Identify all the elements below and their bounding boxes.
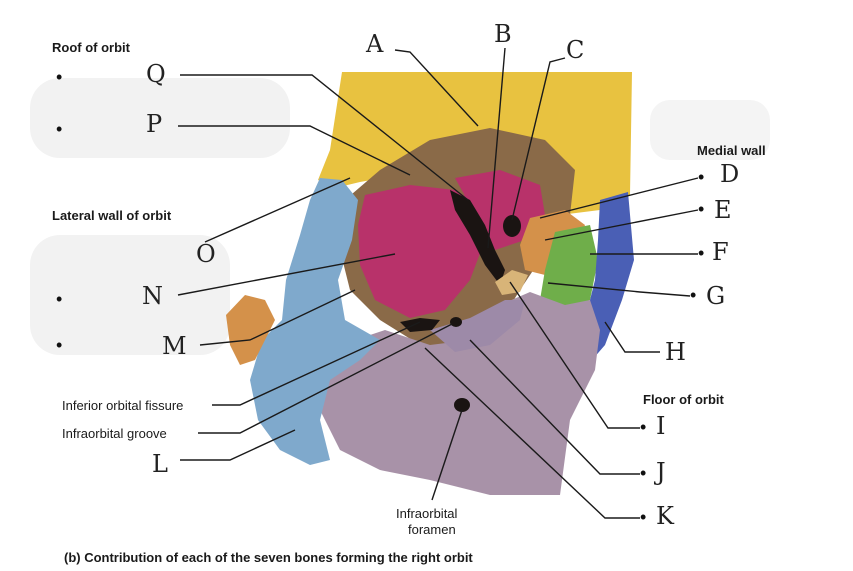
leader-infraorbital-groove xyxy=(198,323,453,434)
bullet: • xyxy=(698,199,705,219)
letter-M: M xyxy=(162,332,187,360)
optic-canal xyxy=(503,215,521,237)
zygomatic-process-temporal xyxy=(226,295,275,365)
leader-infraorbital-foramen xyxy=(431,409,463,501)
blur-patch xyxy=(30,78,290,158)
leader-K xyxy=(424,347,640,519)
infraorbital-groove-opening xyxy=(450,317,462,327)
letter-I: I xyxy=(656,412,666,440)
zygomatic-bone xyxy=(250,178,380,465)
bullet: • xyxy=(640,507,647,527)
leader-inferior-fissure xyxy=(212,321,421,406)
leader-L xyxy=(180,429,296,461)
letter-Q: Q xyxy=(146,60,166,88)
leader-P xyxy=(178,125,411,176)
bullet: • xyxy=(690,285,697,305)
infraorbital-foramen-shape xyxy=(454,398,470,412)
letter-K: K xyxy=(656,502,674,530)
letter-G: G xyxy=(706,282,726,310)
letter-B: B xyxy=(494,20,512,48)
letter-C: C xyxy=(566,36,585,64)
blur-patch xyxy=(650,100,770,160)
leader-lines xyxy=(177,47,699,519)
leader-O xyxy=(204,177,351,243)
leader-E xyxy=(544,209,699,241)
bullet: • xyxy=(698,243,705,263)
leader-H xyxy=(604,321,660,353)
letter-O: O xyxy=(196,240,216,268)
sphenoid-bone xyxy=(358,185,485,318)
inferior-orbital-fissure-label: Inferior orbital fissure xyxy=(62,398,184,413)
palatine-bone xyxy=(495,270,528,295)
leader-N xyxy=(177,253,396,296)
infraorbital-foramen-label-line2: foramen xyxy=(408,522,456,537)
blur-patch xyxy=(30,235,230,355)
sphenoid-lesser-wing xyxy=(455,170,545,250)
infraorbital-groove-label: Infraorbital groove xyxy=(62,426,167,441)
letter-A: A xyxy=(366,30,384,58)
letter-J: J xyxy=(656,458,666,486)
inferior-orbital-fissure-shape xyxy=(400,318,440,332)
nasal-bone xyxy=(585,192,634,360)
bullet: • xyxy=(698,167,705,187)
letter-D: D xyxy=(720,160,740,188)
letter-F: F xyxy=(712,238,729,266)
leader-M xyxy=(199,289,356,346)
leader-D xyxy=(539,177,699,219)
bullet: • xyxy=(56,335,63,355)
letter-L: L xyxy=(152,450,168,478)
leader-I xyxy=(509,281,640,429)
floor-of-orbit-header: Floor of orbit xyxy=(643,392,724,407)
maxilla-bone xyxy=(320,292,600,495)
leader-Q xyxy=(180,74,469,201)
letter-H: H xyxy=(665,338,686,366)
maxilla-orbital-surface xyxy=(430,300,525,352)
lateral-wall-header: Lateral wall of orbit xyxy=(52,208,172,223)
leader-C xyxy=(511,57,566,221)
bullet: • xyxy=(640,463,647,483)
bullet: • xyxy=(56,119,63,139)
leader-B xyxy=(487,47,506,249)
letter-P: P xyxy=(146,110,163,138)
figure-caption: (b) Contribution of each of the seven bo… xyxy=(64,550,473,565)
bullet: • xyxy=(640,417,647,437)
leader-A xyxy=(394,49,479,127)
letter-E: E xyxy=(714,196,732,224)
leader-J xyxy=(469,339,640,475)
roof-of-orbit-header: Roof of orbit xyxy=(52,40,130,55)
medial-wall-header: Medial wall xyxy=(697,143,766,158)
bullet: • xyxy=(56,67,63,87)
lacrimal-bone xyxy=(540,225,598,310)
infraorbital-foramen-label-line1: Infraorbital xyxy=(396,506,458,521)
leader-G xyxy=(547,282,691,297)
letter-N: N xyxy=(142,282,163,310)
bullet: • xyxy=(56,289,63,309)
superior-orbital-fissure xyxy=(450,190,505,285)
